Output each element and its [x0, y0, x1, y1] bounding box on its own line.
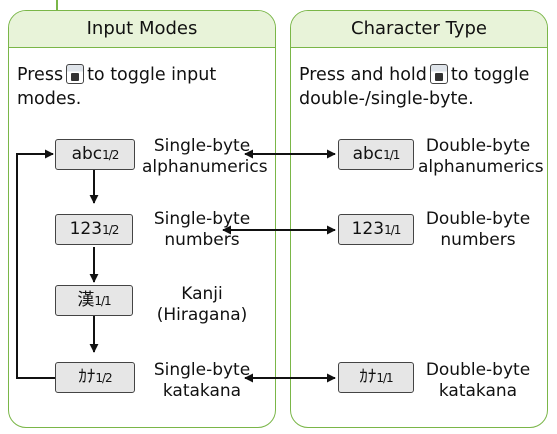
arrow-kana-loop-to-abc [16, 149, 55, 379]
mode-key-icon [66, 64, 85, 84]
mode-box-abc-half: abc1/2 [55, 139, 135, 170]
mode-box-kanji: 漢1/1 [55, 285, 133, 316]
mode-box-123-half: 1231/2 [55, 214, 133, 245]
instruction-text-start: Press and hold [299, 65, 427, 85]
character-type-header: Character Type [291, 11, 547, 48]
label-double-byte-alphanumerics: Double-byte alphanumerics [418, 136, 544, 177]
mode-box-123-full: 1231/1 [338, 214, 414, 245]
input-modes-title: Input Modes [86, 18, 198, 39]
label-single-byte-alphanumerics: Single-byte alphanumerics [142, 136, 268, 177]
label-single-byte-katakana: Single-byte katakana [153, 360, 251, 401]
mode-box-kana-full: ｶﾅ1/1 [338, 362, 414, 393]
instruction-text-line2: modes. [17, 89, 82, 109]
label-kanji-hiragana: Kanji (Hiragana) [156, 284, 248, 325]
input-modes-header: Input Modes [9, 11, 275, 48]
label-double-byte-katakana: Double-byte katakana [425, 360, 531, 401]
character-type-instruction: Press and hold to toggle double-/single-b… [299, 63, 529, 111]
instruction-text-end: to toggle [450, 65, 530, 85]
mode-key-icon [429, 64, 448, 84]
label-single-byte-numbers: Single-byte numbers [153, 209, 251, 250]
mode-box-kana-half: ｶﾅ1/2 [55, 362, 135, 393]
input-modes-instruction: Press to toggle input modes. [17, 63, 216, 111]
instruction-text-start: Press [17, 65, 64, 85]
top-connector-line [56, 0, 58, 11]
input-modes-panel: Input Modes Press to toggle input modes. [8, 10, 276, 428]
instruction-text-line2: double-/single-byte. [299, 89, 474, 109]
label-double-byte-numbers: Double-byte numbers [425, 209, 531, 250]
mode-box-abc-full: abc1/1 [338, 139, 414, 170]
character-type-panel: Character Type Press and hold to toggle d… [290, 10, 548, 428]
character-type-title: Character Type [351, 18, 487, 39]
instruction-text-end: to toggle input [87, 65, 217, 85]
